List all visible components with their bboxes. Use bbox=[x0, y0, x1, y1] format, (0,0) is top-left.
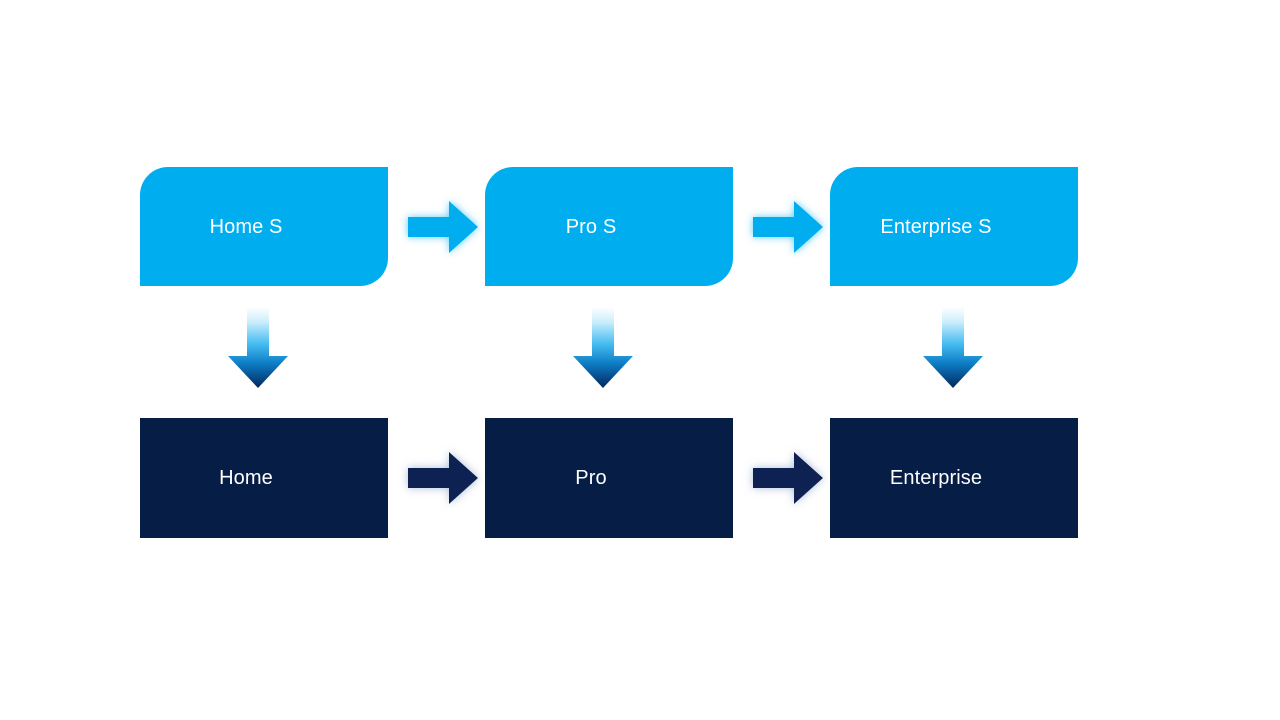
node-pro[interactable]: Pro bbox=[485, 418, 733, 538]
arrow-down-icon-home-s-to-home bbox=[227, 307, 289, 389]
arrow-down-icon-pro-s-to-pro bbox=[572, 307, 634, 389]
node-pro-s[interactable]: Pro S bbox=[485, 167, 733, 286]
node-enterprise[interactable]: Enterprise bbox=[830, 418, 1078, 538]
arrow-down-icon-enterprise-s-to-enterprise bbox=[922, 307, 984, 389]
node-home-label: Home bbox=[219, 467, 273, 489]
node-enterprise-label: Enterprise bbox=[889, 467, 983, 489]
node-home-s-label: Home S bbox=[209, 215, 283, 238]
node-home[interactable]: Home bbox=[140, 418, 388, 538]
arrow-right-icon-pro-s-to-enterprise-s bbox=[751, 198, 825, 256]
node-pro-s-label: Pro S bbox=[565, 215, 617, 238]
arrow-right-icon-home-s-to-pro-s bbox=[406, 198, 480, 256]
node-pro-label: Pro bbox=[575, 467, 607, 489]
arrow-right-icon-home-to-pro bbox=[406, 449, 480, 507]
arrow-right-icon-pro-to-enterprise bbox=[751, 449, 825, 507]
node-home-s[interactable]: Home S bbox=[140, 167, 388, 286]
node-enterprise-s-label: Enterprise S bbox=[880, 215, 992, 238]
node-enterprise-s[interactable]: Enterprise S bbox=[830, 167, 1078, 286]
